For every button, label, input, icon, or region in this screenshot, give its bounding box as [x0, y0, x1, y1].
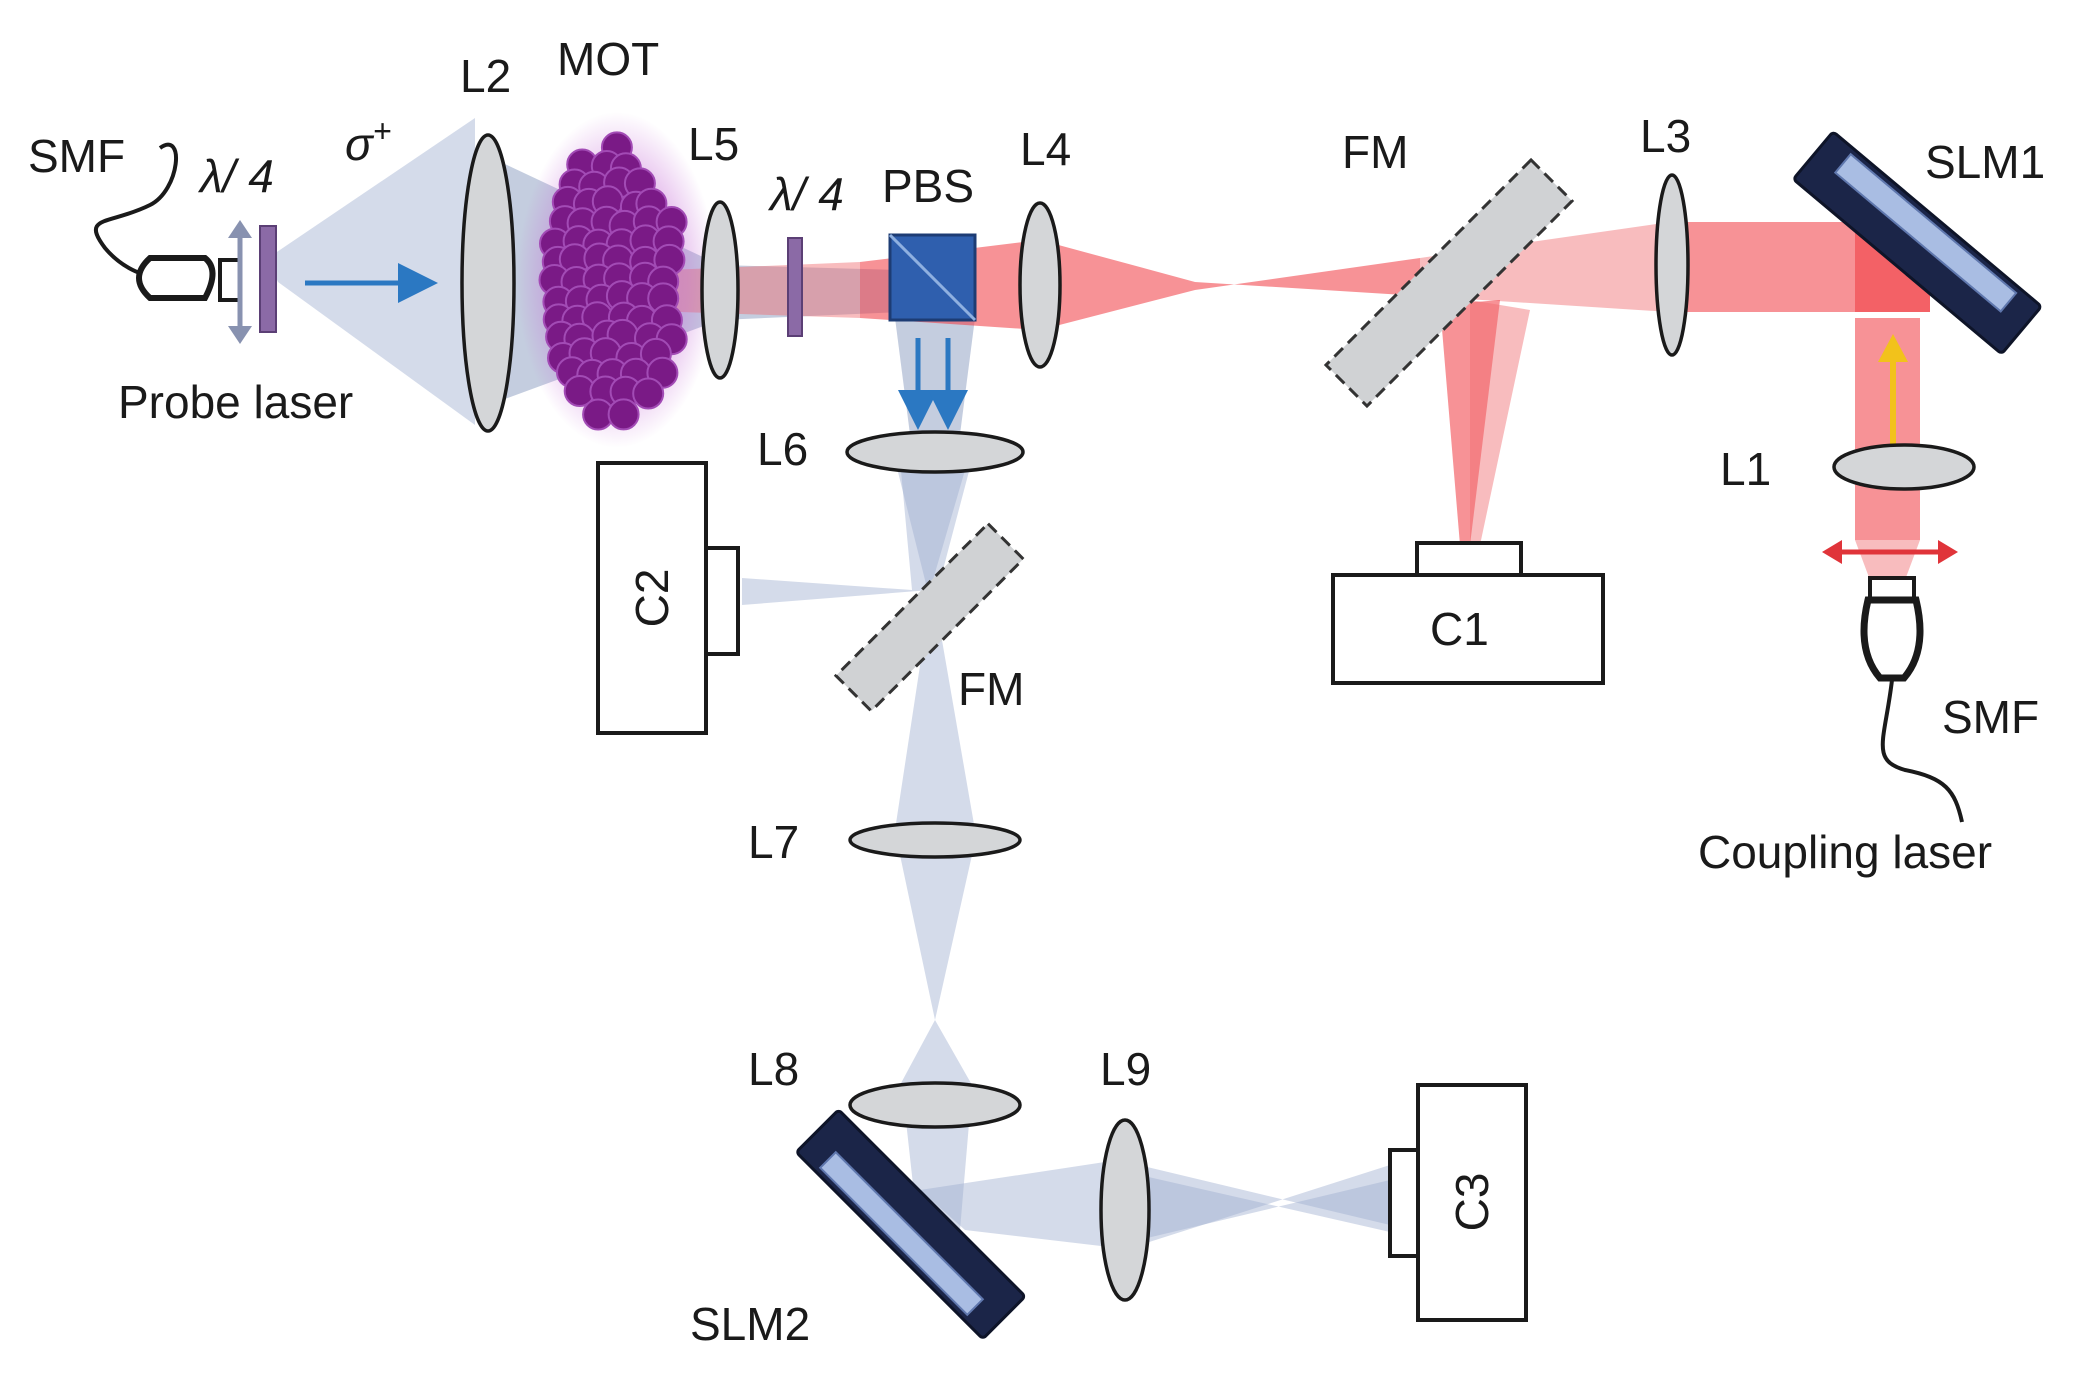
label-sigma-plus: σ+ — [345, 113, 391, 170]
probe-beam-l9-c3-cross — [1118, 1170, 1390, 1245]
label-l7: L7 — [748, 816, 799, 868]
slm1 — [1793, 131, 2042, 354]
probe-polarization-arrowhead-bottom — [228, 326, 252, 344]
label-pbs: PBS — [882, 160, 974, 212]
coupling-beam-fiber — [1855, 540, 1920, 580]
label-fm-bottom: FM — [958, 663, 1024, 715]
camera-c3-body — [1416, 1083, 1528, 1322]
probe-fiber-tip — [218, 258, 242, 302]
probe-beam-slm2-l9 — [920, 1160, 1118, 1248]
camera-c1-body — [1331, 573, 1605, 685]
lens-l2 — [460, 133, 516, 433]
camera-c2-body — [596, 461, 708, 735]
label-waveplate-probe: λ/ 4 — [197, 150, 274, 202]
coupling-beam-to-l3 — [1670, 222, 1930, 312]
probe-beam-expanding — [268, 118, 475, 425]
label-l4: L4 — [1020, 123, 1071, 175]
label-probe-laser: Probe laser — [118, 376, 353, 428]
pbs-cube — [888, 233, 977, 322]
flip-mirror-bottom — [833, 521, 1026, 714]
label-sigma-plus-sup: + — [373, 113, 392, 149]
label-sigma-plus-base: σ — [345, 118, 375, 170]
probe-polarization-arrowhead-top — [228, 220, 252, 238]
coupling-fiber-coupler — [1860, 596, 1924, 682]
probe-fiber-coupler — [136, 255, 216, 301]
flip-mirror-top — [1323, 157, 1575, 409]
lens-l8 — [848, 1081, 1022, 1129]
mot-atom-cloud — [517, 112, 717, 448]
label-mot: MOT — [557, 33, 659, 85]
probe-beam-focused — [720, 265, 900, 320]
label-c1: C1 — [1430, 603, 1489, 655]
label-l3: L3 — [1640, 110, 1691, 162]
camera-c1-lens-mount — [1415, 541, 1523, 577]
label-slm2: SLM2 — [690, 1298, 810, 1350]
coupling-fiber-cable — [1880, 679, 1964, 823]
camera-c2-lens-mount — [704, 546, 740, 656]
label-l8: L8 — [748, 1043, 799, 1095]
lens-l9 — [1099, 1118, 1151, 1302]
probe-fiber-cable — [93, 142, 178, 277]
waveplate-mid — [787, 237, 803, 337]
label-fm-top: FM — [1342, 126, 1408, 178]
slm1-window — [1833, 152, 2018, 313]
label-smf-probe: SMF — [28, 130, 125, 182]
mot-atoms — [538, 131, 688, 431]
probe-beam-down — [895, 318, 975, 450]
probe-beam-to-c2 — [742, 460, 968, 605]
coupling-up-arrowhead — [1878, 334, 1908, 362]
lens-l1 — [1832, 443, 1976, 491]
mot-atom — [607, 398, 640, 431]
label-coupling-laser: Coupling laser — [1698, 826, 1992, 878]
label-c3: C3 — [1446, 1173, 1498, 1232]
label-smf-coupling: SMF — [1942, 691, 2039, 743]
camera-c3-lens-mount — [1388, 1148, 1420, 1258]
slm2-window — [818, 1150, 985, 1317]
coupling-beam-fm-c1-b — [1470, 300, 1530, 545]
label-l2: L2 — [460, 50, 511, 102]
coupling-beam-fm-l4 — [1040, 240, 1420, 330]
lens-l5 — [700, 200, 740, 380]
label-slm1: SLM1 — [1925, 136, 2045, 188]
slm2-body — [796, 1109, 1026, 1339]
lens-l6 — [845, 430, 1025, 474]
pbs-diagonal — [888, 233, 977, 322]
label-l1: L1 — [1720, 443, 1771, 495]
probe-beam-l9-c3 — [1118, 1160, 1390, 1252]
lens-l4 — [1018, 201, 1062, 369]
label-waveplate-mid: λ/ 4 — [767, 168, 844, 220]
coupling-polarization-arrowhead-left — [1822, 540, 1842, 564]
label-l6: L6 — [757, 423, 808, 475]
probe-beam-l7-l8 — [900, 855, 972, 1085]
coupling-polarization-arrowhead-right — [1938, 540, 1958, 564]
camera-c2 — [596, 461, 740, 735]
label-l9: L9 — [1100, 1043, 1151, 1095]
mot-atom — [632, 377, 665, 410]
label-c2: C2 — [626, 569, 678, 628]
camera-c3 — [1388, 1083, 1528, 1322]
lens-l7 — [848, 821, 1022, 859]
label-l5: L5 — [688, 118, 739, 170]
lens-l3 — [1654, 173, 1690, 357]
waveplate-probe — [259, 225, 277, 333]
slm2 — [796, 1109, 1026, 1339]
camera-c1 — [1331, 541, 1605, 685]
coupling-beam-fm-c1 — [1440, 300, 1500, 545]
